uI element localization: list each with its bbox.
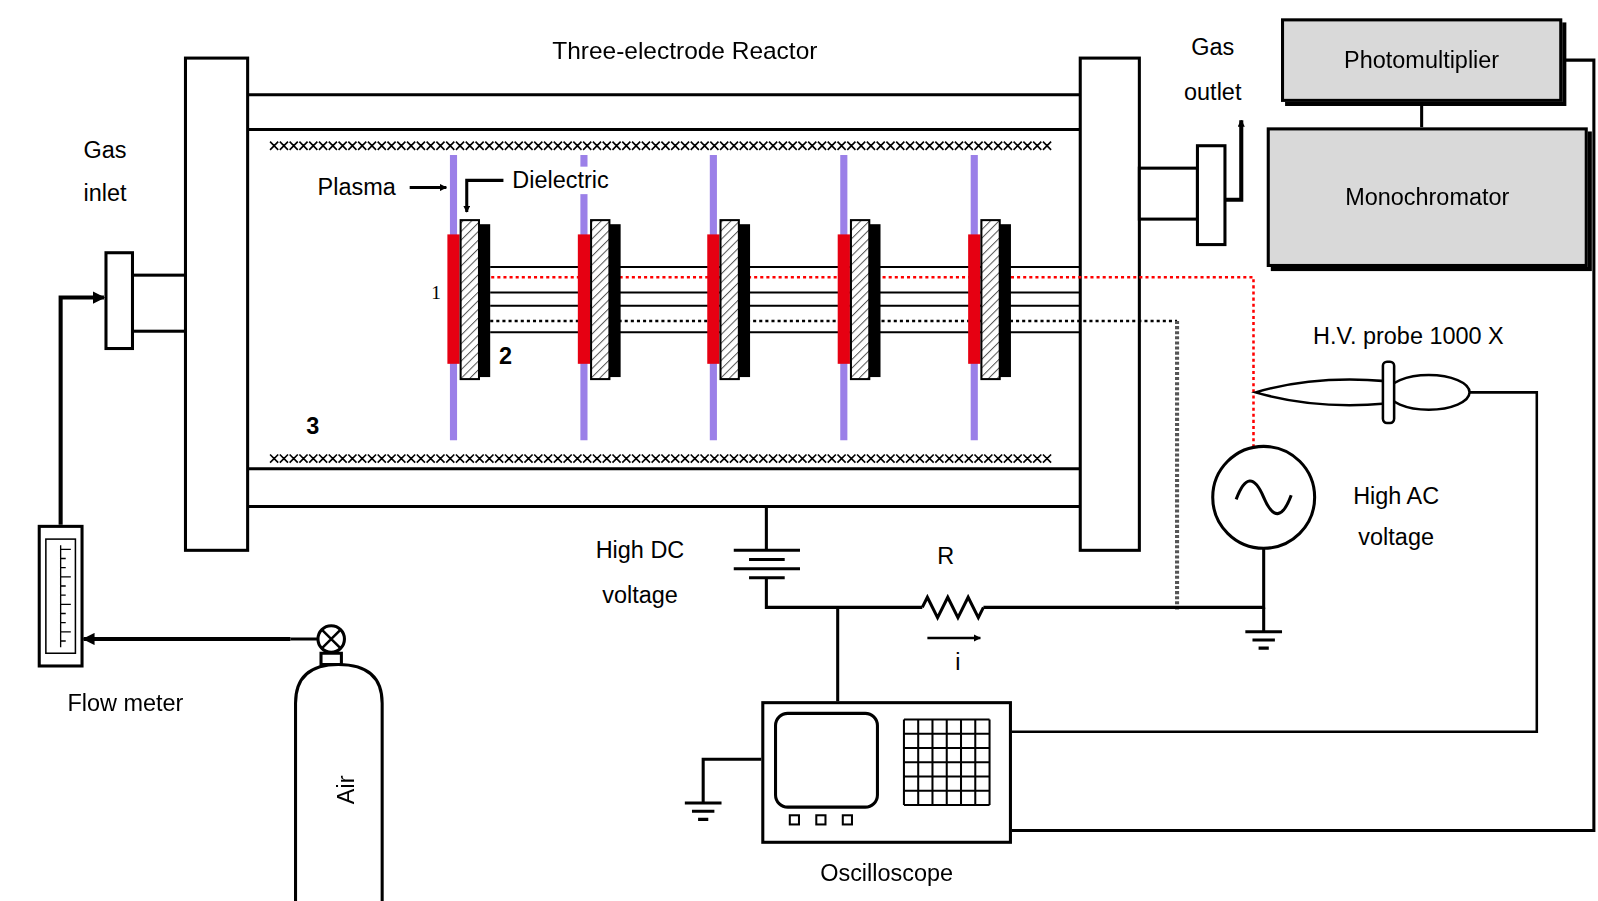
node-label: Monochromator — [1345, 183, 1509, 211]
wire — [766, 506, 1263, 701]
part-label: Dielectric — [510, 167, 610, 195]
ground-symbol — [685, 759, 761, 819]
connector — [61, 298, 104, 525]
dielectric-plate — [721, 220, 739, 379]
node-label: Photomultiplier — [1344, 46, 1499, 74]
connector — [1012, 60, 1594, 830]
meter-scale — [61, 545, 71, 647]
left-flange — [185, 58, 247, 550]
port-label: Gas inlet — [67, 128, 142, 214]
ground-symbol — [1245, 607, 1282, 648]
scope-grid — [904, 719, 990, 805]
probe-guard — [1383, 362, 1394, 423]
dielectric-plate — [851, 220, 869, 379]
probe-cable — [1012, 392, 1537, 731]
source-label: High DC voltage — [572, 528, 709, 618]
scope-button — [816, 815, 825, 824]
gas-cylinder: Air — [290, 622, 387, 901]
reactor-body — [106, 58, 1225, 550]
hv-electrode — [968, 234, 980, 363]
ac-source-symbol — [1213, 446, 1315, 548]
dielectric-plate — [461, 220, 479, 379]
source-label: High AC voltage — [1328, 476, 1465, 558]
port-label: Gas outlet — [1170, 24, 1256, 114]
probe-tip — [1256, 380, 1386, 406]
mesh-wire — [270, 455, 1051, 463]
sine-symbol — [1236, 481, 1291, 514]
outlet-arrow — [1226, 120, 1241, 199]
node-label: Oscilloscope — [820, 860, 953, 888]
right-flange — [1080, 58, 1139, 550]
resistor-label: R — [935, 543, 956, 571]
valve-cross — [322, 630, 340, 648]
leader-arrow — [467, 180, 504, 212]
leader-arrow — [410, 186, 447, 189]
hv-electrode — [707, 234, 719, 363]
probe-label: H.V. probe 1000 X — [1311, 323, 1506, 351]
meter-tube — [46, 539, 76, 653]
probe-handle — [1388, 375, 1470, 410]
scope-screen — [776, 713, 878, 807]
hv-electrode — [447, 234, 459, 363]
inlet-pipe — [132, 275, 185, 331]
scope-button — [843, 815, 852, 824]
cylinder-body — [296, 664, 383, 900]
outlet-pipe — [1139, 168, 1197, 219]
ground-electrode — [869, 224, 880, 377]
scope-body — [763, 703, 1011, 843]
detector-box: Photomultiplier — [1281, 18, 1562, 102]
part-label: Plasma — [316, 174, 398, 202]
flow-meter: Flow meter — [38, 525, 84, 668]
node-label: Flow meter — [67, 689, 183, 717]
mesh-wire — [270, 142, 1051, 150]
ground-electrode — [1000, 224, 1011, 377]
dc-source-symbol — [734, 550, 800, 578]
callout-number: 1 — [429, 281, 443, 303]
cylinder-symbol — [290, 622, 387, 901]
ground-electrode — [739, 224, 750, 377]
electrode-array — [447, 155, 1011, 440]
inlet-fitting — [106, 253, 132, 349]
ground-electrode — [479, 224, 490, 377]
current-arrow — [927, 637, 980, 640]
connector — [84, 637, 291, 641]
oscilloscope: Oscilloscope — [761, 701, 1012, 844]
valve-symbol — [318, 626, 344, 652]
reactor-region: Three-electrode Reactor — [104, 29, 1264, 556]
dielectric-plate — [591, 220, 609, 379]
oscilloscope-symbol — [761, 701, 1012, 844]
callout-number: 2 — [497, 343, 514, 371]
hv-electrode — [578, 234, 590, 363]
circuit-wires — [685, 392, 1537, 819]
resistor-symbol — [922, 597, 983, 617]
quartz-tube — [248, 95, 1081, 507]
outlet-fitting — [1197, 146, 1225, 245]
hv-probe — [1256, 362, 1470, 423]
hv-electrode — [838, 234, 850, 363]
node-label: Air — [333, 775, 361, 804]
reactor-title: Three-electrode Reactor — [552, 37, 817, 66]
flow-meter-symbol — [38, 525, 84, 668]
callout-number: 3 — [304, 412, 321, 440]
connector — [1420, 102, 1423, 127]
ground-electrode — [609, 224, 620, 377]
detector-box: Monochromator — [1267, 127, 1588, 267]
scope-button — [790, 815, 799, 824]
meter-body — [39, 526, 82, 666]
ground-wire — [1175, 321, 1179, 609]
dielectric-plate — [981, 220, 999, 379]
mesh-electrode — [270, 142, 1051, 463]
current-label: i — [953, 649, 962, 677]
